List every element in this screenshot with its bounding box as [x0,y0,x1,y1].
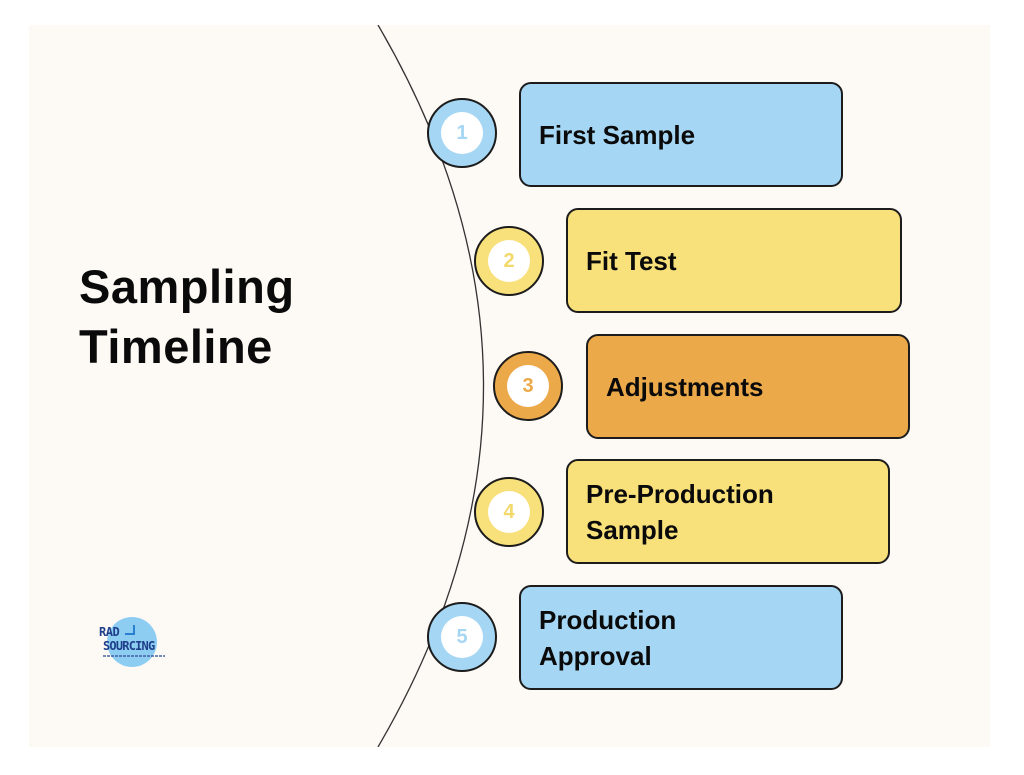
arrow-corner-icon [125,625,135,635]
step-5-marker: 5 [427,602,497,672]
step-label: Pre-Production Sample [586,478,774,545]
title-line-2: Timeline [79,320,273,373]
step-number-badge: 2 [488,240,530,282]
step-number-badge: 5 [441,616,483,658]
step-3-box: Adjustments [586,334,910,439]
step-number: 3 [522,374,534,397]
step-4-marker: 4 [474,477,544,547]
step-5-box: Production Approval [519,585,843,690]
step-number: 4 [503,500,515,523]
slide-card: Sampling Timeline RAD SOURCING 1 First S… [29,25,990,747]
rad-sourcing-logo: RAD SOURCING [99,617,179,672]
step-number: 5 [456,625,468,648]
step-4-box: Pre-Production Sample [566,459,890,564]
step-label: Production Approval [539,604,677,671]
step-label: First Sample [539,119,696,150]
logo-disc [107,617,157,667]
step-number-badge: 1 [441,112,483,154]
step-label: Adjustments [606,371,764,402]
page-title: Sampling Timeline [79,257,295,377]
step-1-marker: 1 [427,98,497,168]
logo-text-rad: RAD [99,625,120,639]
logo-tagline [103,655,165,657]
logo-text-sourcing: SOURCING [103,639,155,653]
step-number-badge: 4 [488,491,530,533]
title-line-1: Sampling [79,260,295,313]
step-number: 2 [503,249,515,272]
step-2-box: Fit Test [566,208,902,313]
step-3-marker: 3 [493,351,563,421]
step-number-badge: 3 [507,365,549,407]
step-label: Fit Test [586,245,677,276]
step-1-box: First Sample [519,82,843,187]
step-number: 1 [456,121,468,144]
step-2-marker: 2 [474,226,544,296]
